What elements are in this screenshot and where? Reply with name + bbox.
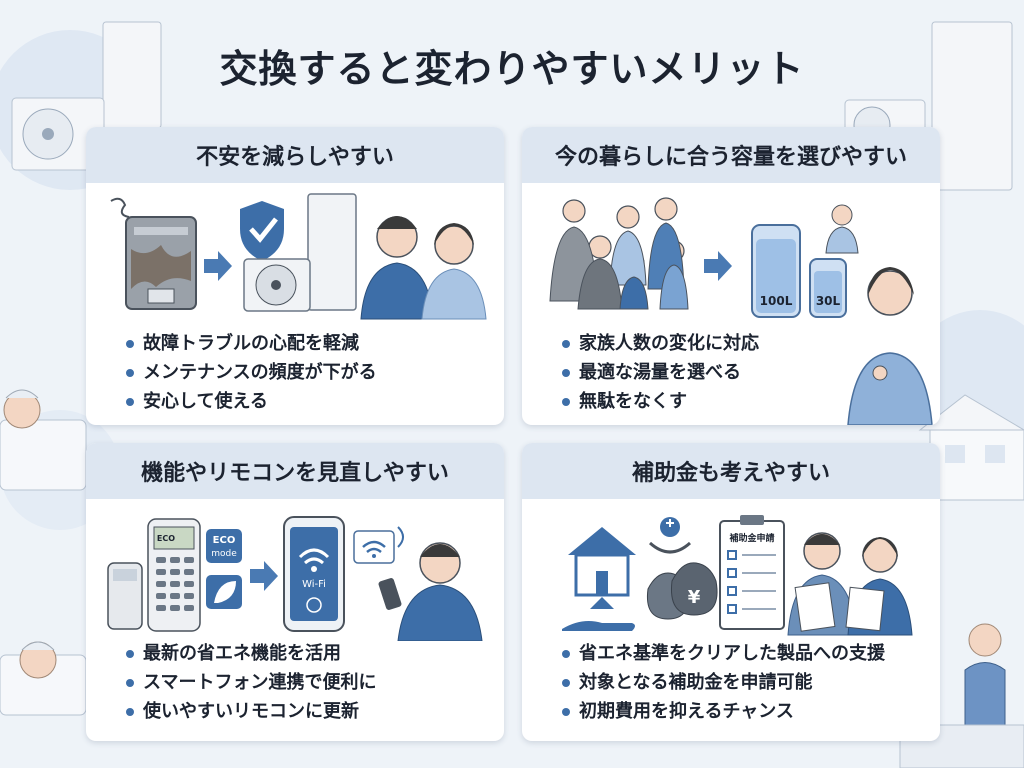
- eco-mode-icon: ECO mode: [206, 529, 242, 563]
- card-illustration: 100L 30L: [549, 197, 914, 318]
- card-illustration: [110, 193, 487, 320]
- list-item: 省エネ基準をクリアした製品への支援: [562, 639, 885, 668]
- smartphone-wifi-icon: Wi-Fi: [283, 516, 345, 632]
- checklist-icon: 補助金申請: [719, 515, 785, 630]
- money-bag-icon: ¥: [646, 562, 718, 620]
- bullet-icon: [562, 678, 570, 687]
- bullet-icon: [126, 678, 134, 687]
- remote-screen-text: ECO: [157, 534, 175, 543]
- list-item: 無駄をなくす: [562, 387, 759, 416]
- page-title: 交換すると変わりやすいメリット: [219, 47, 805, 91]
- heat-pump-icon: [243, 193, 357, 312]
- list-item: 最適な湯量を選べる: [562, 358, 759, 387]
- card-illustration: ¥ 補助金申請: [562, 515, 913, 636]
- list-item: 安心して使える: [126, 387, 377, 416]
- leaf-icon: [206, 575, 242, 609]
- thinking-woman-icon: [867, 267, 914, 316]
- couple-reading-icon: [787, 532, 913, 636]
- bullet-icon: [562, 707, 570, 716]
- bullet-icon: [562, 339, 570, 348]
- list-item: 家族人数の変化に対応: [562, 329, 759, 358]
- list-item: 故障トラブルの心配を軽減: [126, 329, 377, 358]
- tank-icon: 100L 30L: [751, 224, 847, 318]
- bullet-icon: [126, 707, 134, 716]
- bg-bath-icon: [0, 389, 87, 716]
- bullet-icon: [126, 368, 134, 377]
- bg-heat-pump-left-icon: [11, 21, 162, 171]
- bullet-icon: [562, 397, 570, 406]
- list-item: スマートフォン連携で便利に: [126, 668, 376, 697]
- small-woman-icon: [825, 204, 859, 254]
- person-hands-icon: [648, 517, 692, 554]
- house-hand-icon: [562, 527, 636, 631]
- phone-label: Wi-Fi: [302, 579, 326, 590]
- bullet-icon: [562, 368, 570, 377]
- list-item: 対象となる補助金を申請可能: [562, 668, 885, 697]
- couple-icon: [360, 216, 487, 320]
- card-reduce-anxiety: 不安を減らしやすい 故障トラブルの心配を軽減: [86, 127, 504, 425]
- card-heading: 不安を減らしやすい: [86, 127, 504, 183]
- card-illustration: ECO ECO mode Wi-Fi: [107, 516, 483, 641]
- list-item: 最新の省エネ機能を活用: [126, 639, 376, 668]
- svg-text:ECO: ECO: [213, 535, 236, 546]
- list-item: 初期費用を抑えるチャンス: [562, 697, 885, 726]
- benefit-list: 故障トラブルの心配を軽減 メンテナンスの頻度が下がる 安心して使える: [126, 329, 377, 416]
- bullet-icon: [562, 649, 570, 658]
- bullet-icon: [126, 649, 134, 658]
- wifi-icon: [353, 526, 404, 564]
- bullet-icon: [126, 339, 134, 348]
- benefit-list: 省エネ基準をクリアした製品への支援 対象となる補助金を申請可能 初期費用を抑える…: [562, 639, 885, 726]
- benefit-list: 家族人数の変化に対応 最適な湯量を選べる 無駄をなくす: [562, 329, 759, 416]
- family-icon: [549, 197, 689, 310]
- arrow-right-icon: [204, 251, 232, 281]
- remote-control-icon: ECO: [107, 518, 201, 632]
- arrow-right-icon: [250, 561, 278, 591]
- tank-label-100: 100L: [760, 294, 793, 308]
- broken-water-heater-icon: [110, 197, 197, 310]
- card-heading: 機能やリモコンを見直しやすい: [86, 443, 504, 499]
- thinking-woman-body-icon: [847, 352, 933, 425]
- tank-label-30: 30L: [816, 294, 841, 308]
- card-choose-capacity: 今の暮らしに合う容量を選びやすい 100L 30L: [522, 127, 940, 425]
- card-subsidy: 補助金も考えやすい ¥ 補助金申請: [522, 443, 940, 741]
- card-review-remote: 機能やリモコンを見直しやすい ECO ECO mode: [86, 443, 504, 741]
- svg-text:mode: mode: [211, 549, 237, 559]
- bullet-icon: [126, 397, 134, 406]
- card-heading: 補助金も考えやすい: [522, 443, 940, 499]
- form-title: 補助金申請: [728, 532, 774, 544]
- bg-house-icon: [918, 394, 1024, 501]
- card-heading: 今の暮らしに合う容量を選びやすい: [522, 127, 940, 183]
- benefit-list: 最新の省エネ機能を活用 スマートフォン連携で便利に 使いやすいリモコンに更新: [126, 639, 376, 726]
- arrow-right-icon: [704, 251, 732, 281]
- man-with-phone-icon: [378, 542, 483, 641]
- yen-symbol: ¥: [688, 587, 701, 608]
- list-item: メンテナンスの頻度が下がる: [126, 358, 377, 387]
- shield-check-icon: [240, 201, 284, 261]
- list-item: 使いやすいリモコンに更新: [126, 697, 376, 726]
